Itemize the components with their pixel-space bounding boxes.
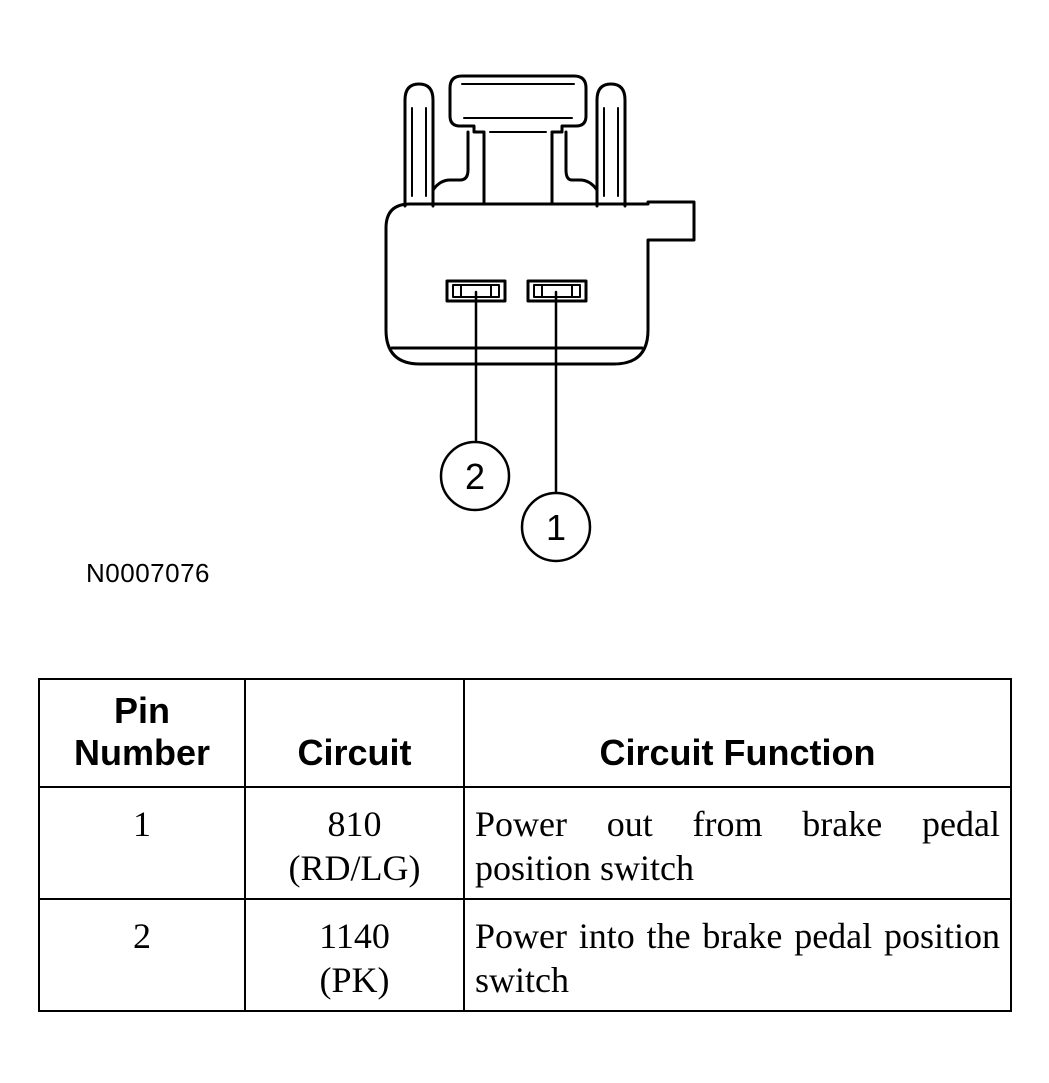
callout-circle-2 [439,440,511,512]
right-latch-arm [595,82,627,208]
circuit-number: 810 [327,804,382,844]
circuit-color: (RD/LG) [288,848,421,888]
cell-function: Power into the brake pedal position swit… [463,898,1012,1012]
circuit-color: (PK) [319,960,390,1000]
header-circuit: Circuit [244,678,465,788]
left-latch-arm [403,82,435,208]
table-row: 1 810 (RD/LG) Power out from brake pedal… [38,786,1012,900]
pin-table: Pin Number Circuit Circuit Function 1 81… [38,678,1012,1012]
connector-body [384,200,696,366]
callout-label-1: 1 [546,507,566,548]
table-row: 2 1140 (PK) Power into the brake pedal p… [38,898,1012,1012]
cell-pin: 2 [38,898,246,1012]
callout-label-2: 2 [465,456,485,497]
connector-diagram: 2 1 [384,74,696,563]
callout-circle-1 [520,491,592,563]
center-latch [448,74,588,206]
cell-circuit: 1140 (PK) [244,898,465,1012]
header-pin-number: Pin Number [38,678,246,788]
figure-id: N0007076 [86,558,210,588]
circuit-number: 1140 [319,916,390,956]
cell-pin: 1 [38,786,246,900]
header-circuit-function: Circuit Function [463,678,1012,788]
cell-circuit: 810 (RD/LG) [244,786,465,900]
cell-function: Power out from brake pedal position swit… [463,786,1012,900]
table-header-row: Pin Number Circuit Circuit Function [38,678,1012,788]
